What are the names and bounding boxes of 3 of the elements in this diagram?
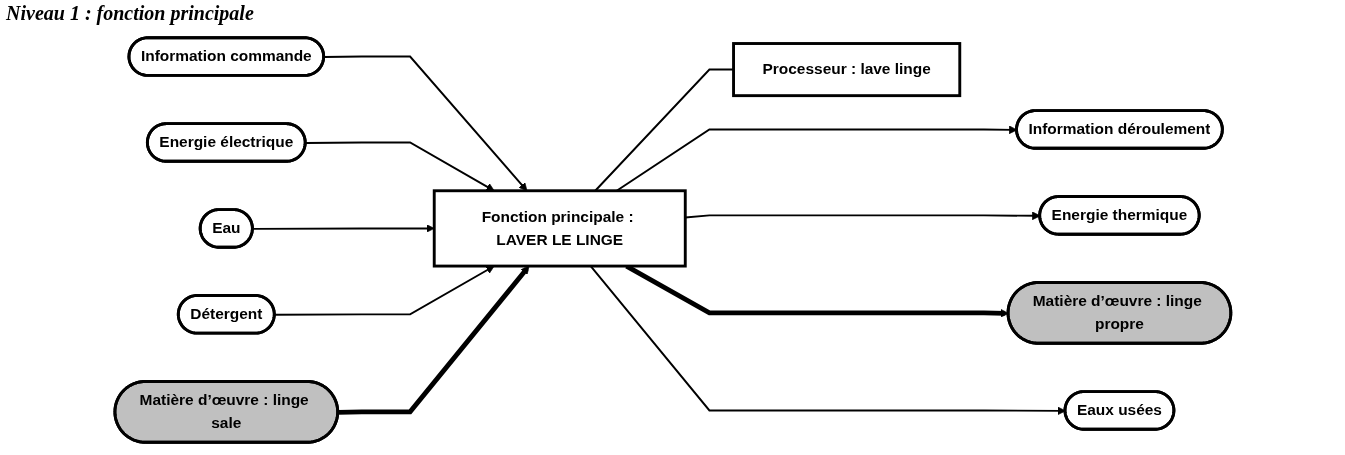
diagram-title: Niveau 1 : fonction principale (6, 2, 254, 25)
node-box: Fonction principale : LAVER LE LINGE (432, 189, 687, 268)
node-box: Processeur : lave linge (731, 42, 961, 98)
